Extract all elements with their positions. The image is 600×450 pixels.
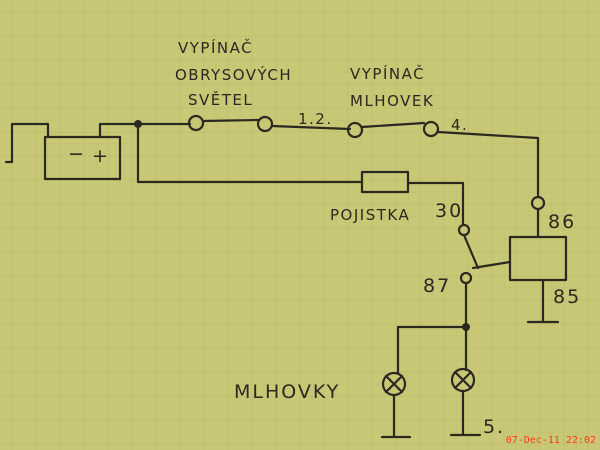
wire-lamp-left xyxy=(396,325,468,375)
relay-terminal-86 xyxy=(530,195,546,211)
wire-to-fuse xyxy=(136,122,364,184)
switch-mlhovky xyxy=(346,120,440,139)
label-switch1-line3: SVĚTEL xyxy=(188,90,253,109)
wire-4 xyxy=(436,130,540,197)
label-terminal-87: 87 xyxy=(423,275,451,297)
label-terminal-85: 85 xyxy=(553,286,581,308)
label-switch1-line2: OBRYSOVÝCH xyxy=(175,65,292,84)
switch-obrysova-svetla xyxy=(187,114,274,133)
timestamp: 07-Dec-11 22:02 xyxy=(505,435,596,446)
lamp-right-icon xyxy=(449,367,482,437)
wire-12 xyxy=(270,124,352,131)
battery-minus-label: − xyxy=(68,143,86,165)
label-switch2-line2: MLHOVEK xyxy=(350,92,434,110)
relay-link xyxy=(471,260,512,270)
label-terminal-86: 86 xyxy=(548,211,576,233)
label-switch1-line1: VYPÍNAČ xyxy=(178,38,253,57)
label-switch2-line1: VYPÍNAČ xyxy=(350,64,425,83)
label-terminal-30: 30 xyxy=(435,200,463,222)
label-wire-12: 1.2. xyxy=(298,110,333,128)
lamp-left-icon xyxy=(380,371,412,439)
label-lamps: MLHOVKY xyxy=(234,381,340,403)
wire-fuse-to-30 xyxy=(406,181,465,227)
label-fuse: POJISTKA xyxy=(330,206,410,224)
battery xyxy=(4,122,140,181)
fuse xyxy=(360,170,410,194)
label-wire-5: 5. xyxy=(483,416,505,438)
relay-contact xyxy=(462,233,480,270)
ground-85 xyxy=(526,278,560,324)
battery-plus-label: + xyxy=(92,145,110,167)
relay-terminal-30 xyxy=(457,223,471,237)
label-wire-4: 4. xyxy=(451,116,468,134)
relay-terminal-87 xyxy=(459,271,473,285)
relay-coil xyxy=(508,235,568,282)
